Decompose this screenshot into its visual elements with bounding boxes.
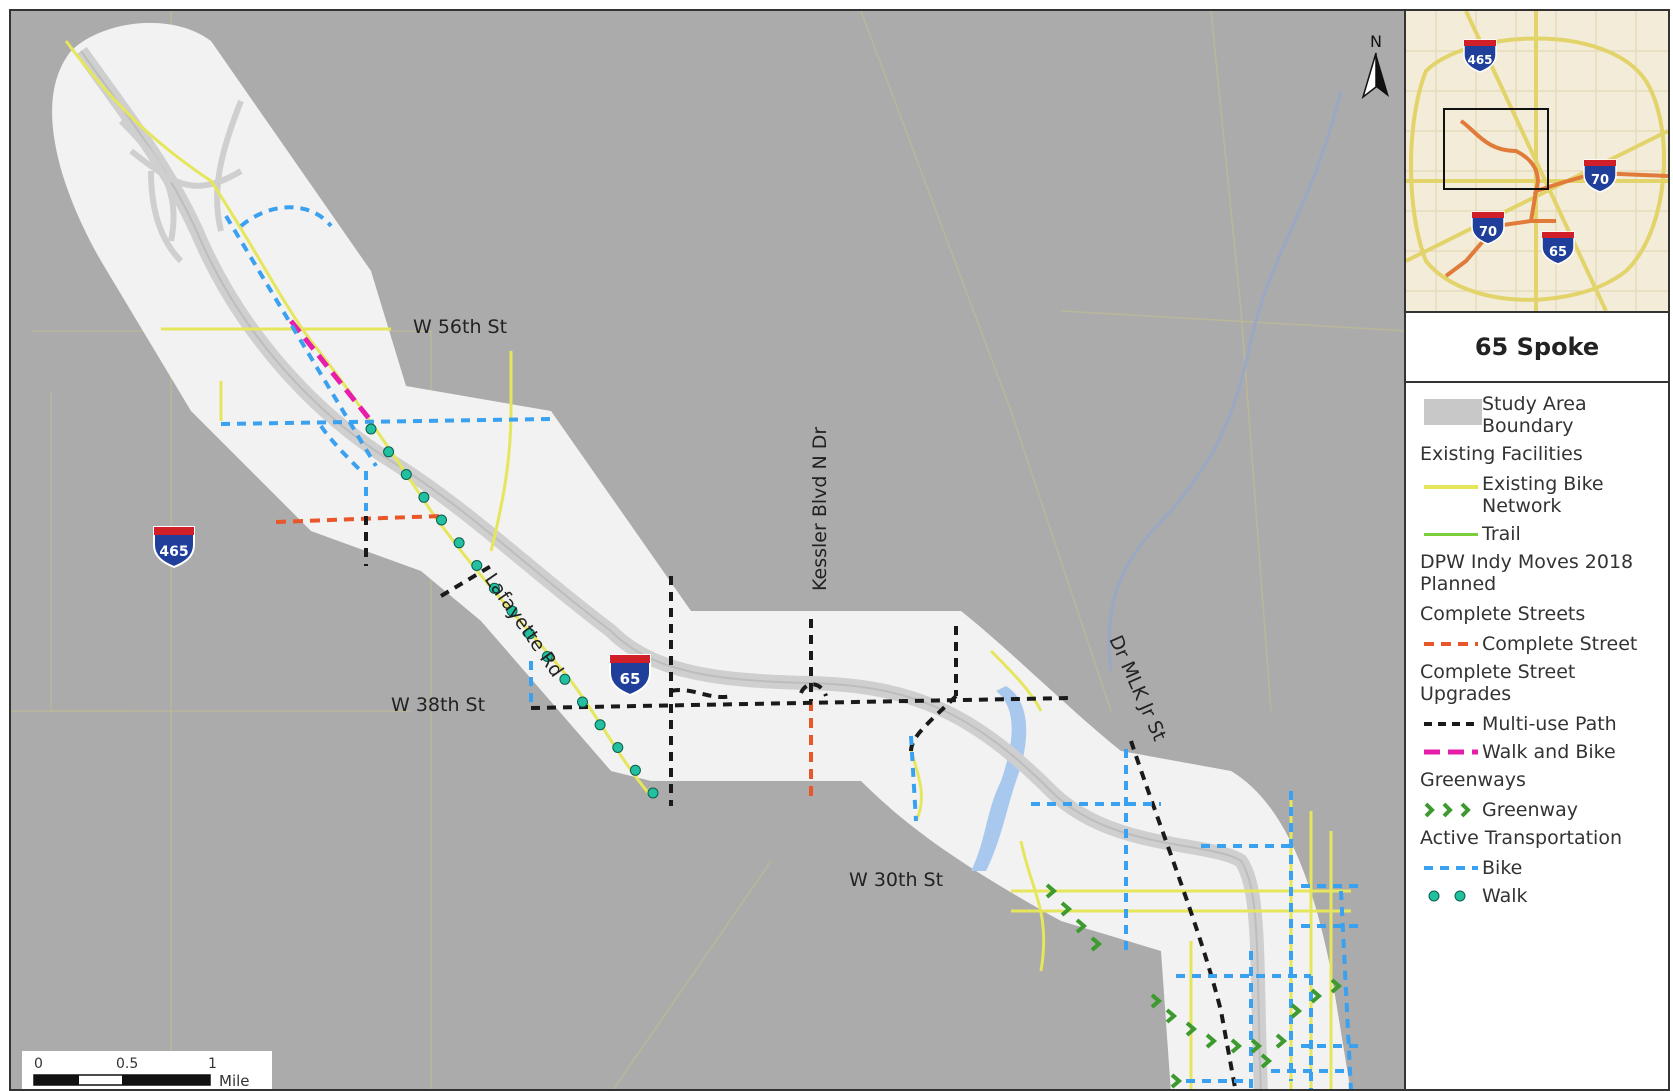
- greenway-chevron: [1290, 1003, 1303, 1019]
- greenway-chevron: [1090, 936, 1103, 952]
- greenway-chevron: [1330, 978, 1343, 994]
- walk-dot: [383, 446, 395, 458]
- i65-shield-icon: 65: [609, 654, 651, 697]
- walk-dot: [629, 764, 641, 776]
- label-kessler: Kessler Blvd N Dr: [809, 427, 831, 591]
- greenway-chevron: [1165, 1008, 1178, 1024]
- legend-complete-street-swatch: [1420, 633, 1482, 655]
- greenway-chevron: [1230, 1038, 1243, 1054]
- greenway-chevron: [1260, 1053, 1273, 1069]
- greenway-chevron: [1310, 988, 1323, 1004]
- label-mlk: Dr MLK Jr St: [1104, 632, 1170, 744]
- legend-complete-streets-heading: Complete Streets: [1420, 603, 1586, 625]
- svg-text:70: 70: [1591, 173, 1609, 188]
- north-arrow-icon: N: [1356, 31, 1396, 101]
- walk-dot: [365, 423, 377, 435]
- river-line-background: [1107, 90, 1343, 672]
- legend-existing-bike-swatch: [1420, 473, 1482, 495]
- greenway-chevron: [1045, 883, 1058, 899]
- svg-text:65: 65: [1549, 245, 1567, 260]
- legend-bike: Bike: [1420, 857, 1664, 879]
- panel-title: 65 Spoke: [1406, 313, 1668, 383]
- walk-dot: [488, 582, 500, 594]
- walk-dot: [400, 469, 412, 480]
- scale-tick-1: 1: [208, 1056, 217, 1072]
- walk-dot: [471, 560, 483, 571]
- inset-locator-map: 465 70 70 65: [1405, 10, 1669, 313]
- multi-use-path-lines: [364, 516, 1238, 1089]
- inset-shield-70-east-icon: 70: [1583, 159, 1617, 193]
- label-w56th: W 56th St: [413, 316, 507, 338]
- legend-trail-swatch: [1420, 523, 1482, 545]
- greenway-chevron: [1185, 1021, 1198, 1037]
- legend-dpw-heading-1: DPW Indy Moves 2018: [1420, 551, 1634, 573]
- legend-multi-use-path-swatch: [1420, 713, 1482, 735]
- walk-dot: [577, 696, 588, 708]
- greenway-chevron: [1250, 1038, 1263, 1054]
- legend-existing-facilities-heading: Existing Facilities: [1420, 443, 1583, 465]
- scale-tick-05: 0.5: [116, 1056, 138, 1072]
- svg-text:70: 70: [1479, 225, 1497, 240]
- legend-greenway-chevron-icon: [1420, 799, 1482, 821]
- legend-existing-bike: Existing Bike Network: [1420, 473, 1664, 517]
- map-canvas[interactable]: W 56th St W 38th St W 30th St Lafayette …: [9, 9, 1406, 1091]
- walk-dot: [436, 514, 447, 526]
- inset-shield-70-west-icon: 70: [1471, 211, 1505, 245]
- svg-text:N: N: [1370, 32, 1382, 51]
- walk-dot: [418, 491, 430, 503]
- i465-shield-icon: 465: [153, 526, 195, 569]
- map-graphic: W 56th St W 38th St W 30th St Lafayette …: [11, 11, 1404, 1089]
- greenway-chevron: [1205, 1033, 1218, 1049]
- legend-bike-swatch: [1420, 857, 1482, 879]
- legend-cs-upgrades-heading-1: Complete Street: [1420, 661, 1576, 683]
- scale-unit: Mile: [219, 1072, 250, 1090]
- complete-street-lines: [275, 514, 813, 801]
- greenway-chevron: [1170, 1073, 1183, 1089]
- label-w30th: W 30th St: [849, 869, 943, 891]
- walk-dot: [506, 605, 518, 617]
- walk-dot: [647, 787, 659, 799]
- legend-greenways-heading: Greenways: [1420, 769, 1526, 791]
- walk-dots: [365, 423, 659, 799]
- svg-text:465: 465: [1467, 53, 1492, 67]
- bike-lines: [220, 205, 1361, 1089]
- legend-dpw-heading-2: Planned: [1420, 573, 1497, 595]
- svg-text:65: 65: [620, 670, 641, 688]
- legend-walk-swatch: [1420, 885, 1482, 907]
- legend-trail: Trail: [1420, 523, 1664, 545]
- study-area-boundary: [52, 22, 1351, 1089]
- white-river: [971, 686, 1027, 871]
- legend-walk-and-bike: Walk and Bike: [1420, 741, 1664, 763]
- legend-study-area: Study Area Boundary: [1420, 393, 1664, 437]
- walk-dot: [541, 651, 553, 662]
- legend-greenway: Greenway: [1420, 799, 1664, 821]
- greenway-chevron: [1150, 993, 1163, 1009]
- walk-dot: [594, 719, 606, 731]
- legend-multi-use-path: Multi-use Path: [1420, 713, 1664, 735]
- legend-cs-upgrades-heading-2: Upgrades: [1420, 683, 1512, 705]
- greenway-chevron: [1075, 918, 1088, 934]
- legend: Study Area Boundary Existing Facilities …: [1420, 393, 1664, 913]
- legend-complete-street: Complete Street: [1420, 633, 1664, 655]
- legend-walk: Walk: [1420, 885, 1664, 907]
- legend-walk-and-bike-swatch: [1420, 741, 1482, 763]
- scale-bar: 0 0.5 1 Mile: [22, 1051, 272, 1090]
- legend-study-area-swatch: [1420, 393, 1482, 425]
- side-panel: 465 70 70 65 65 Spoke: [1405, 9, 1670, 1091]
- i65-centerline: [80, 50, 1262, 1089]
- legend-active-transportation-heading: Active Transportation: [1420, 827, 1623, 849]
- inset-shield-465-icon: 465: [1463, 39, 1497, 73]
- greenway-chevron: [1275, 1033, 1288, 1049]
- greenway-chevrons: [1045, 883, 1343, 1089]
- interchange-ramps: [118, 99, 244, 264]
- inset-shield-65-icon: 65: [1541, 231, 1575, 265]
- walk-dot: [524, 628, 536, 640]
- walk-dot: [453, 537, 465, 549]
- greenway-chevron: [1060, 901, 1073, 917]
- svg-text:465: 465: [159, 544, 188, 560]
- label-w38th: W 38th St: [391, 694, 485, 716]
- scale-tick-0: 0: [34, 1056, 43, 1072]
- walk-dot: [559, 673, 571, 685]
- walk-dot: [612, 742, 624, 753]
